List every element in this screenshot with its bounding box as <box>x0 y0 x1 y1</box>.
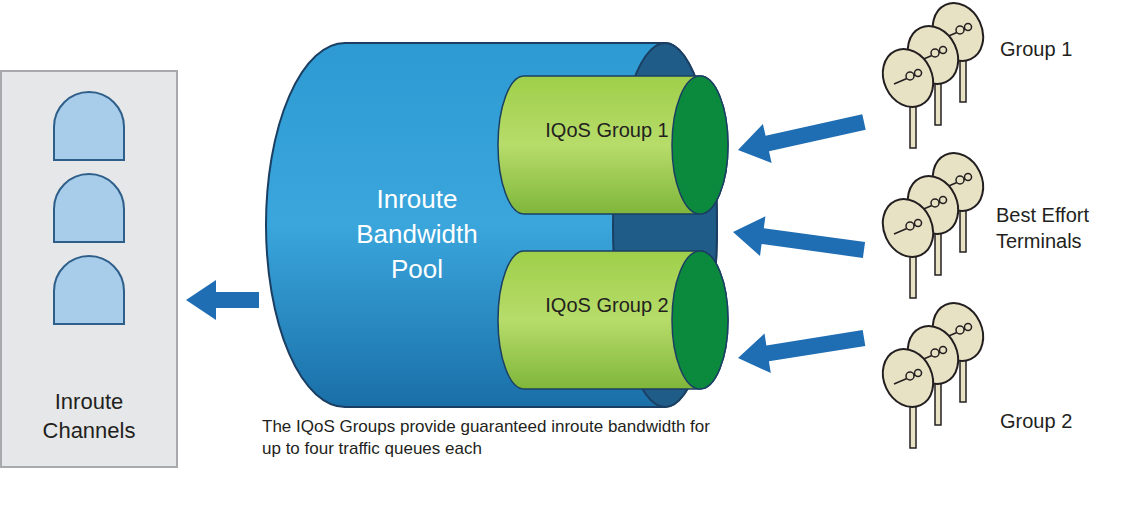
node-label: Inroute Channels <box>19 388 159 445</box>
iqos-group-cylinder: IQoS Group 1 <box>510 75 730 215</box>
node-label: Group 1 <box>1000 36 1115 62</box>
channel-symbol <box>54 256 124 324</box>
terminal-group-outline <box>870 300 1122 460</box>
flow-arrow <box>186 280 259 320</box>
iqos-body <box>498 76 728 214</box>
node-label: IQoS Group 1 <box>532 117 682 143</box>
channel-panel-bg <box>1 71 177 467</box>
channel-symbol <box>54 174 124 242</box>
iqos-end-face <box>672 251 728 389</box>
iqos-group-cylinder-outline <box>510 75 730 215</box>
terminal-group-outline <box>870 0 1122 150</box>
flow-arrow <box>738 114 866 163</box>
flow-arrow <box>738 330 865 373</box>
flow-arrow <box>733 216 865 258</box>
iqos-group-cylinder: IQoS Group 2 <box>510 250 730 390</box>
caption: The IQoS Groups provide guaranteed inrou… <box>262 416 717 460</box>
channel-symbol <box>54 92 124 160</box>
satellite-dish <box>874 191 943 298</box>
satellite-dish <box>874 41 943 148</box>
terminal-group: Group 2 <box>870 300 1122 460</box>
iqos-group-cylinder-outline <box>510 250 730 390</box>
iqos-body <box>498 251 728 389</box>
terminal-group: Best Effort Terminals <box>870 150 1122 300</box>
node-label: Group 2 <box>1000 408 1115 434</box>
node-label: Inroute Bandwidth Pool <box>337 182 497 287</box>
bandwidth-pool-cylinder: Inroute Bandwidth Pool IQoS Group 1 IQoS G… <box>265 42 725 408</box>
satellite-dish <box>874 341 943 448</box>
channel-panel: Inroute Channels <box>0 70 178 468</box>
terminal-group: Group 1 <box>870 0 1122 150</box>
iqos-end-face <box>672 76 728 214</box>
node-label: IQoS Group 2 <box>532 292 682 318</box>
node-label: Best Effort Terminals <box>996 202 1116 254</box>
